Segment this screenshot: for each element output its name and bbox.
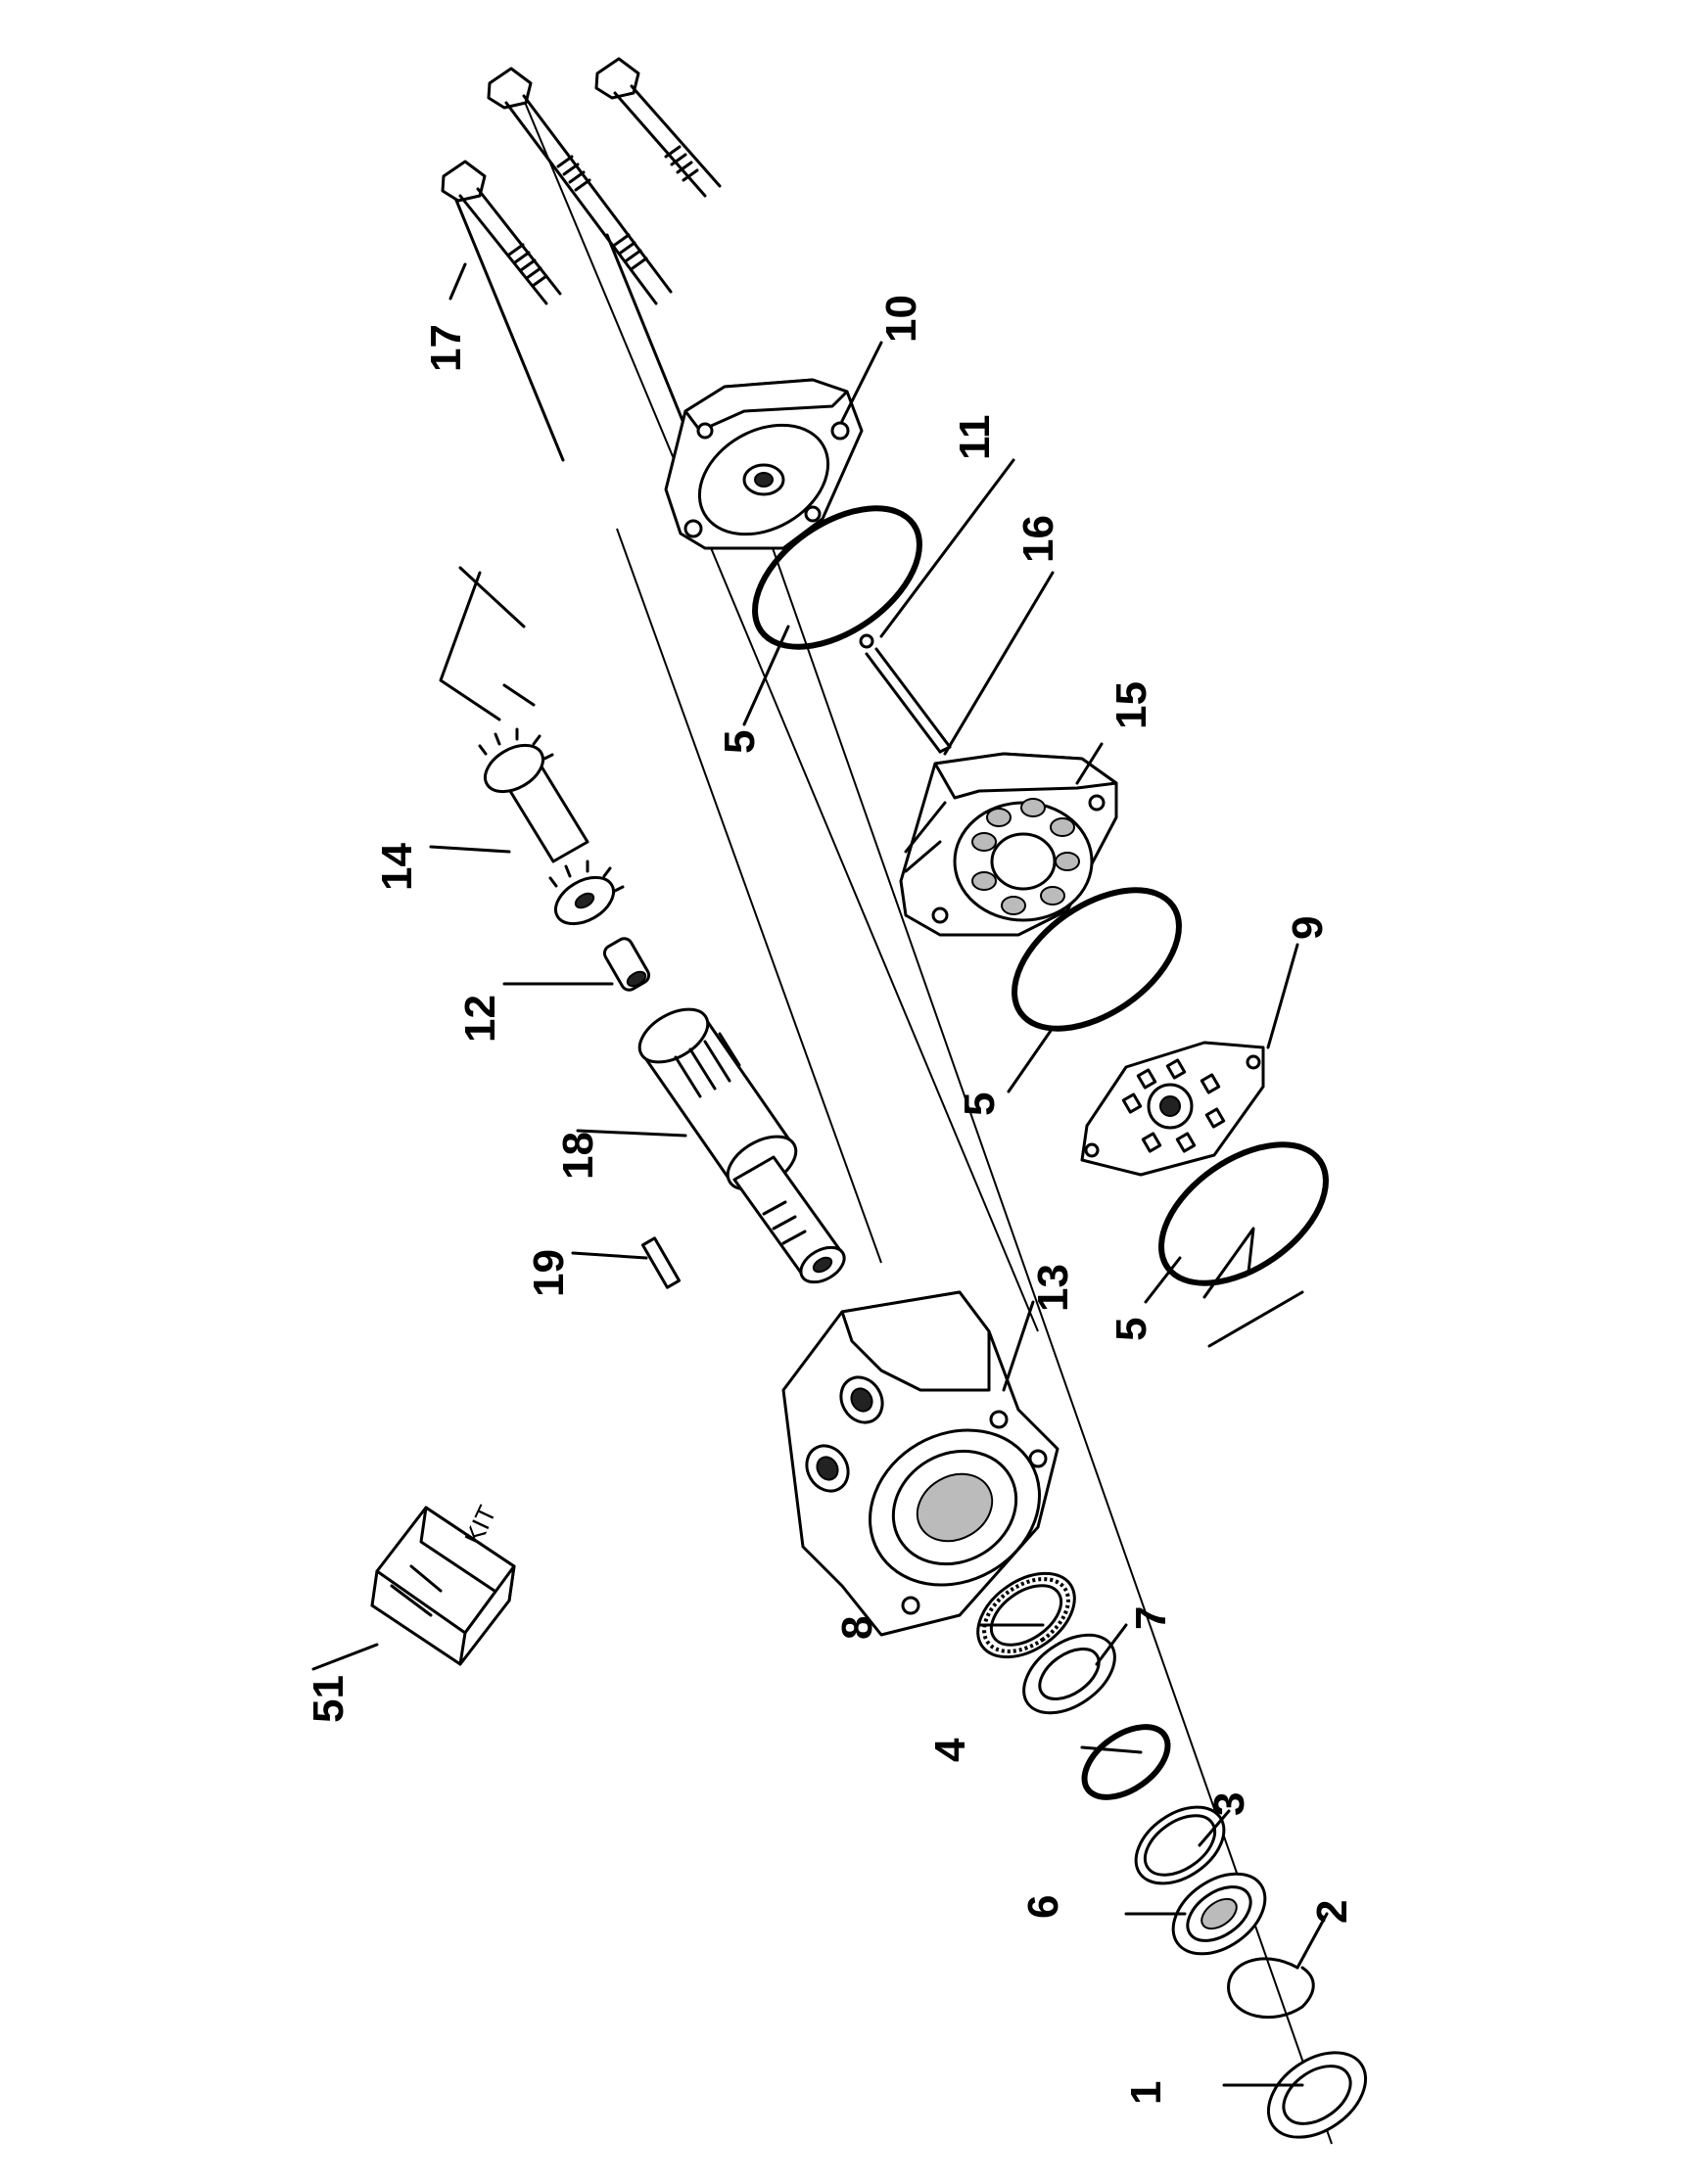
retaining-ring: [1227, 1957, 1315, 2020]
o-ring-middle: [1012, 887, 1182, 1032]
pin-16: [865, 647, 952, 754]
callout-16: 16: [1014, 515, 1062, 563]
thrust-washer: [1022, 1633, 1116, 1715]
bolt-middle: [487, 67, 673, 305]
main-housing: [781, 1290, 1059, 1637]
callout-51: 51: [305, 1675, 353, 1723]
callout-1: 1: [1122, 2081, 1170, 2105]
kit-box: KIT: [370, 1501, 516, 1666]
callout-2: 2: [1308, 1900, 1356, 1924]
callout-12: 12: [456, 995, 504, 1043]
needle-bearing: [976, 1571, 1076, 1659]
callouts: 1 2 3 4 5 5 5 6 7 8 9 10 11 12 13 14 15 …: [305, 295, 1356, 2105]
callout-7: 7: [1127, 1606, 1175, 1630]
bolt-left: [441, 160, 562, 305]
bolt-right: [594, 57, 722, 198]
callout-6: 6: [1019, 1895, 1067, 1919]
ball-11: [859, 633, 874, 649]
callout-18: 18: [554, 1132, 602, 1180]
o-ring-lower: [1158, 1141, 1329, 1286]
callout-9: 9: [1284, 916, 1332, 940]
bolts: [441, 57, 722, 305]
assembly-axis-lines: [448, 87, 1333, 2145]
o-ring-small: [1081, 1724, 1171, 1800]
callout-15: 15: [1107, 681, 1155, 729]
callout-17: 17: [422, 324, 470, 372]
backup-washer: [1134, 1805, 1226, 1885]
dust-seal: [1266, 2051, 1368, 2139]
callout-5-middle: 5: [956, 1092, 1004, 1116]
o-ring-upper: [752, 505, 922, 650]
end-cover: [664, 378, 864, 550]
callout-14: 14: [373, 843, 421, 891]
callout-19: 19: [525, 1249, 573, 1297]
callout-8: 8: [833, 1616, 881, 1640]
output-shaft: [637, 1007, 846, 1284]
valve-plate: [1080, 1041, 1265, 1177]
callout-13: 13: [1029, 1264, 1077, 1312]
callout-10: 10: [877, 295, 925, 343]
drive-shaft-gear: [439, 566, 625, 926]
leader-lines: [311, 262, 1329, 2087]
shaft-seal: [1171, 1872, 1267, 1956]
callout-4: 4: [926, 1738, 974, 1762]
key: [640, 1236, 682, 1289]
callout-5-upper: 5: [716, 730, 764, 754]
callout-3: 3: [1205, 1792, 1253, 1816]
check-valve: [602, 937, 651, 992]
callout-11: 11: [951, 414, 999, 460]
gerotor-housing: [899, 752, 1118, 937]
callout-5-lower: 5: [1107, 1318, 1155, 1341]
